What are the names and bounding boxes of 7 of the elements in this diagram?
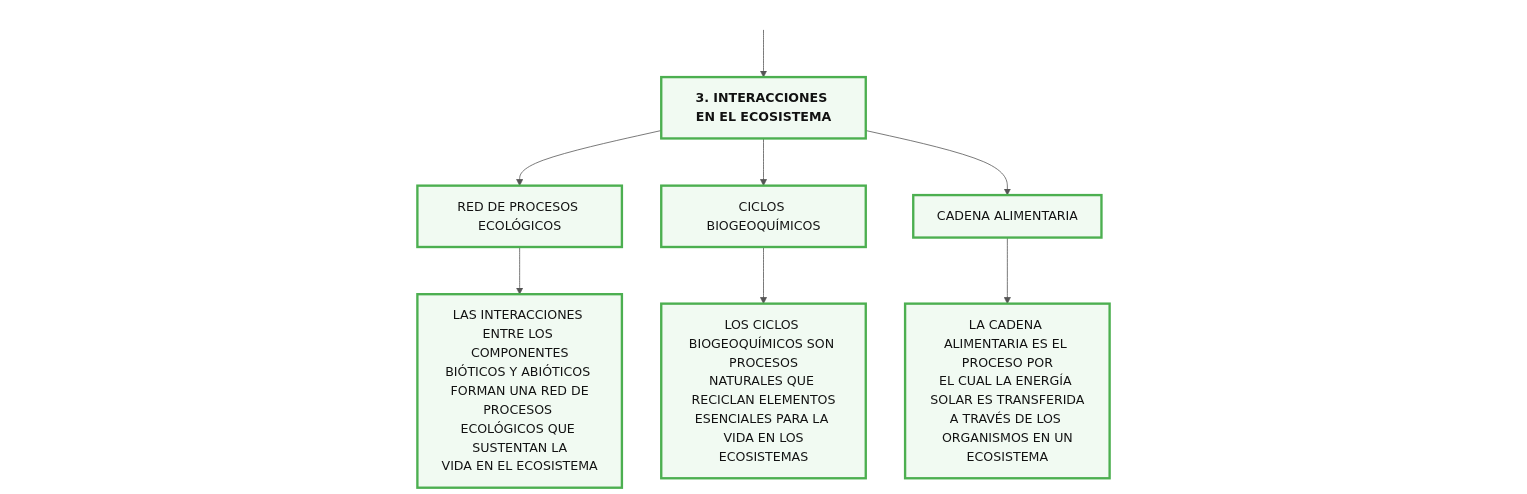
node-box: LAS INTERACCIONES ENTRE LOS COMPONENTES BIÓTICOS Y ABIÓTICOS FORMAN UNA RED DE PROCESOS ECOLÓGICOS QUE SUSTENTAN LA VIDA EN EL ECOSISTEMA: [416, 293, 624, 489]
node-box: LA CADENA ALIMENTARIA ES EL PROCESO POR EL CUAL LA ENERGÍA SOLAR ES TRANSFERIDA A TRAVÉS DE LOS ORGANISMOS EN UN ECOSISTEMA: [903, 302, 1111, 480]
node-box: LOS CICLOS BIOGEOQUÍMICOS SON PROCESOS NATURALES QUE RECICLAN ELEMENTOS ESENCIALES PARA LA VIDA EN LOS ECOSISTEMAS: [660, 302, 867, 480]
node-box: CICLOS BIOGEOQUÍMICOS: [660, 184, 867, 249]
node-box: RED DE PROCESOS ECOLÓGICOS: [416, 184, 624, 249]
node-box: CADENA ALIMENTARIA: [912, 193, 1103, 239]
node-box: 3. INTERACCIONES EN EL ECOSISTEMA: [660, 75, 867, 140]
